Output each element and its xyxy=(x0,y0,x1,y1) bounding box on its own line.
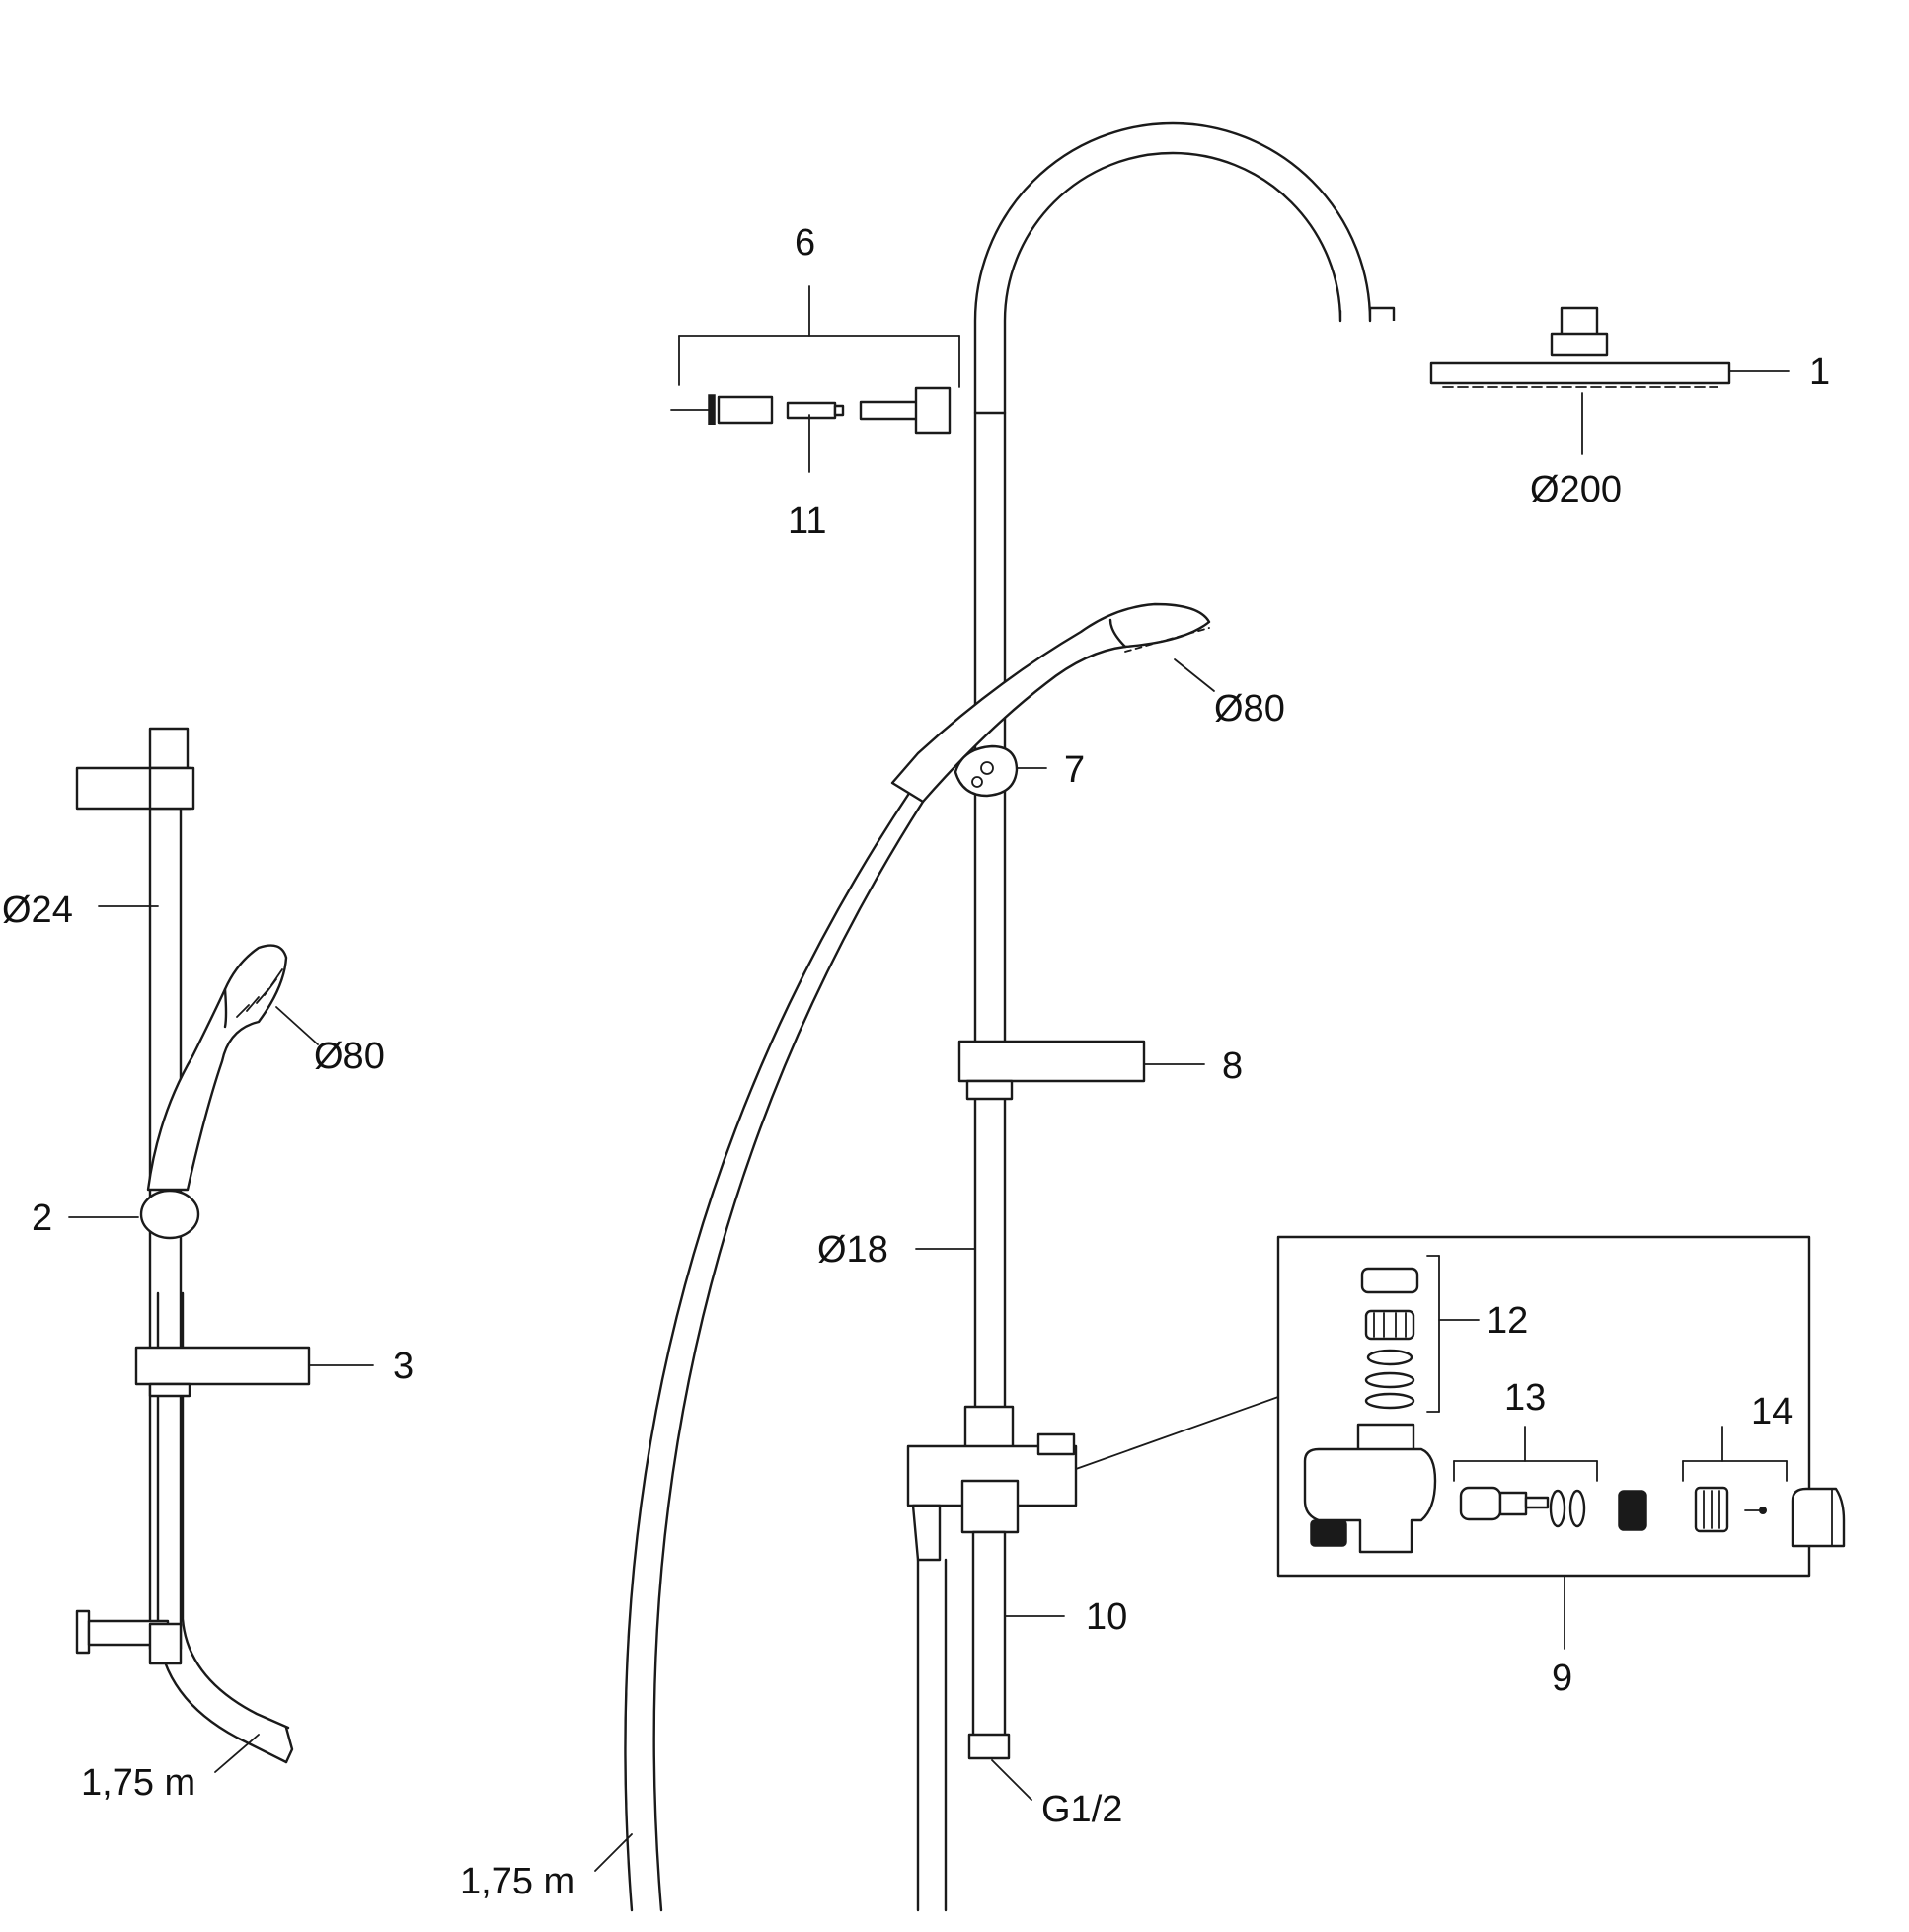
hose-right-b xyxy=(652,800,925,1912)
diverter-valve xyxy=(906,1405,1078,1912)
slide-rail-set xyxy=(68,727,374,1773)
leader-hose-right xyxy=(594,1833,633,1872)
slider-left xyxy=(139,1189,200,1240)
label-inlet-pipe: 10 xyxy=(1086,1596,1127,1638)
soap-dish-left xyxy=(134,1346,311,1398)
riser-outer xyxy=(973,121,1396,1412)
label-thread-size: G1/2 xyxy=(1041,1789,1122,1830)
hose-left-b xyxy=(181,1291,290,1730)
label-mount-subpart: 11 xyxy=(788,501,826,542)
hose-left-end xyxy=(284,1726,294,1764)
hand-shower-left xyxy=(146,944,288,1192)
handle-parts xyxy=(1682,1426,1846,1548)
cartridge-stack xyxy=(1360,1255,1480,1413)
label-detail-handle: 14 xyxy=(1751,1391,1793,1432)
rail-top-bracket xyxy=(75,727,195,811)
hand-shower-right xyxy=(890,602,1211,804)
label-hose-right-length: 1,75 m xyxy=(460,1861,574,1902)
shower-column xyxy=(594,121,1790,1912)
label-rail-diameter: Ø24 xyxy=(2,889,73,931)
soap-dish-right xyxy=(957,1040,1146,1101)
hand-shower-holder xyxy=(954,744,1019,798)
label-overhead-diameter: Ø200 xyxy=(1530,469,1622,510)
rail-bottom-bracket xyxy=(75,1609,183,1665)
wall-mount-set xyxy=(670,386,952,435)
label-riser-diameter: Ø18 xyxy=(817,1229,888,1271)
label-handshower-right-diameter: Ø80 xyxy=(1214,688,1285,730)
inlet-pipe xyxy=(967,1530,1011,1760)
label-overhead-shower: 1 xyxy=(1809,351,1830,393)
valve-detail-box xyxy=(1276,1235,1846,1650)
label-detail-spindle: 13 xyxy=(1504,1377,1546,1419)
hose-right-a xyxy=(624,790,912,1912)
label-mount-group: 6 xyxy=(795,222,815,264)
leader-handshower-right xyxy=(1174,658,1215,692)
label-soap-dish-left: 3 xyxy=(393,1346,414,1387)
label-slider: 2 xyxy=(32,1198,52,1239)
spindle-parts xyxy=(1453,1426,1647,1531)
label-handshower-left-diameter: Ø80 xyxy=(314,1036,385,1077)
label-valve-unit: 9 xyxy=(1552,1658,1572,1699)
label-handshower-holder: 7 xyxy=(1064,749,1085,791)
leader-thread xyxy=(991,1759,1032,1801)
leader-handshower-left xyxy=(275,1006,319,1045)
overhead-shower xyxy=(1429,306,1731,388)
label-hose-left-length: 1,75 m xyxy=(81,1762,195,1804)
riser-inner xyxy=(1003,151,1342,1414)
leader-to-detail xyxy=(1075,1396,1279,1470)
label-detail-cartridge: 12 xyxy=(1487,1300,1528,1342)
valve-body xyxy=(1303,1423,1437,1554)
label-soap-dish-right: 8 xyxy=(1222,1045,1243,1087)
leader-hose-left xyxy=(214,1734,260,1773)
